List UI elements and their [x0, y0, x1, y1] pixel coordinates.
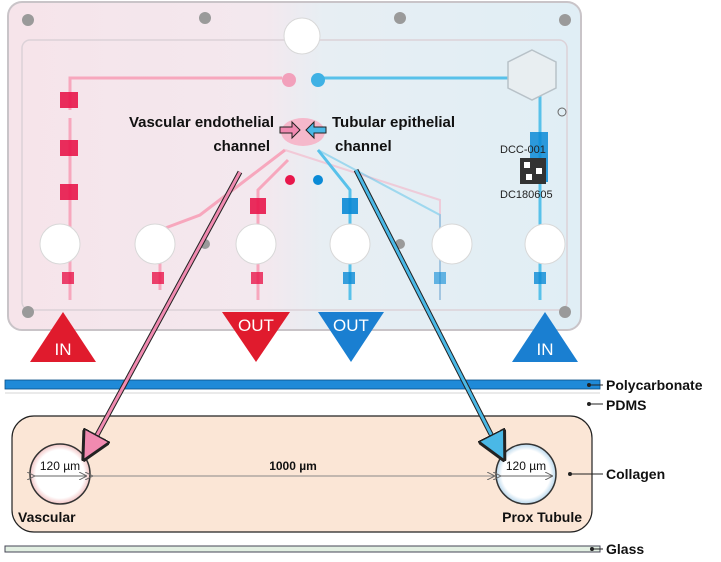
- port-label: IN: [537, 340, 554, 359]
- port-triangle-out-blue: [318, 312, 384, 362]
- cross-section: 120 µm 120 µm 1000 µm Vascular Prox Tubu…: [18, 443, 582, 525]
- chip-id-top: DCC-001: [500, 144, 546, 156]
- tubule-lumen: [495, 443, 557, 505]
- top-knob: [283, 17, 321, 55]
- pink-reservoir: [251, 272, 263, 284]
- port-label: OUT: [333, 316, 369, 335]
- port-knob: [235, 223, 277, 265]
- glass-layer: [4, 545, 601, 553]
- screw-icon: [22, 306, 34, 318]
- port-label: OUT: [238, 316, 274, 335]
- layer-callouts: Polycarbonate PDMS Collagen Glass: [568, 377, 703, 557]
- chip-photo: DCC-001 DC180605 Vascular endothelial ch…: [7, 1, 582, 331]
- vascular-lumen: [29, 443, 91, 505]
- left-diameter-label: 120 µm: [40, 459, 80, 473]
- blue-reservoir: [343, 272, 355, 284]
- port-knob: [39, 223, 81, 265]
- screw-icon: [559, 14, 571, 26]
- pink-reservoir: [62, 272, 74, 284]
- blue-pointer-icon: [305, 120, 327, 140]
- collagen-label: Collagen: [606, 466, 665, 482]
- polycarbonate-layer: [4, 379, 601, 390]
- port-triangle-out-red: [222, 312, 290, 362]
- registered-mark-icon: [557, 107, 567, 117]
- tubular-label-line2: channel: [335, 138, 392, 155]
- screw-icon: [394, 12, 406, 24]
- screw-icon: [199, 12, 211, 24]
- pink-reservoir: [60, 140, 78, 156]
- screw-icon: [22, 14, 34, 26]
- vascular-label-line1: Vascular endothelial: [129, 114, 274, 131]
- port-markers: IN OUT OUT IN: [30, 312, 578, 362]
- port-knob: [134, 223, 176, 265]
- right-diameter-label: 120 µm: [506, 459, 546, 473]
- port-knob: [329, 223, 371, 265]
- pink-reservoir: [250, 198, 266, 214]
- pink-reservoir: [152, 272, 164, 284]
- hexagon-logo-icon: [507, 49, 557, 101]
- polycarbonate-label: Polycarbonate: [606, 377, 703, 393]
- glass-label: Glass: [606, 541, 644, 557]
- qr-code-icon: [520, 158, 546, 184]
- blue-reservoir: [434, 272, 446, 284]
- spacing-label: 1000 µm: [269, 459, 317, 473]
- port-triangle-in-blue: [512, 312, 578, 362]
- pink-reservoir: [60, 92, 78, 108]
- chip-id-bottom: DC180605: [500, 189, 553, 201]
- port-knob: [524, 223, 566, 265]
- prox-tubule-label: Prox Tubule: [502, 509, 582, 525]
- vascular-label: Vascular: [18, 509, 76, 525]
- pink-pointer-icon: [279, 120, 301, 140]
- blue-reservoir: [534, 272, 546, 284]
- pink-reservoir: [60, 184, 78, 200]
- vascular-label-line2: channel: [213, 138, 270, 155]
- port-knob: [431, 223, 473, 265]
- tubular-label-line1: Tubular epithelial: [332, 114, 455, 131]
- port-label: IN: [55, 340, 72, 359]
- blue-reservoir: [342, 198, 358, 214]
- screw-icon: [559, 306, 571, 318]
- pdms-label: PDMS: [606, 397, 646, 413]
- port-triangle-in-red: [30, 312, 96, 362]
